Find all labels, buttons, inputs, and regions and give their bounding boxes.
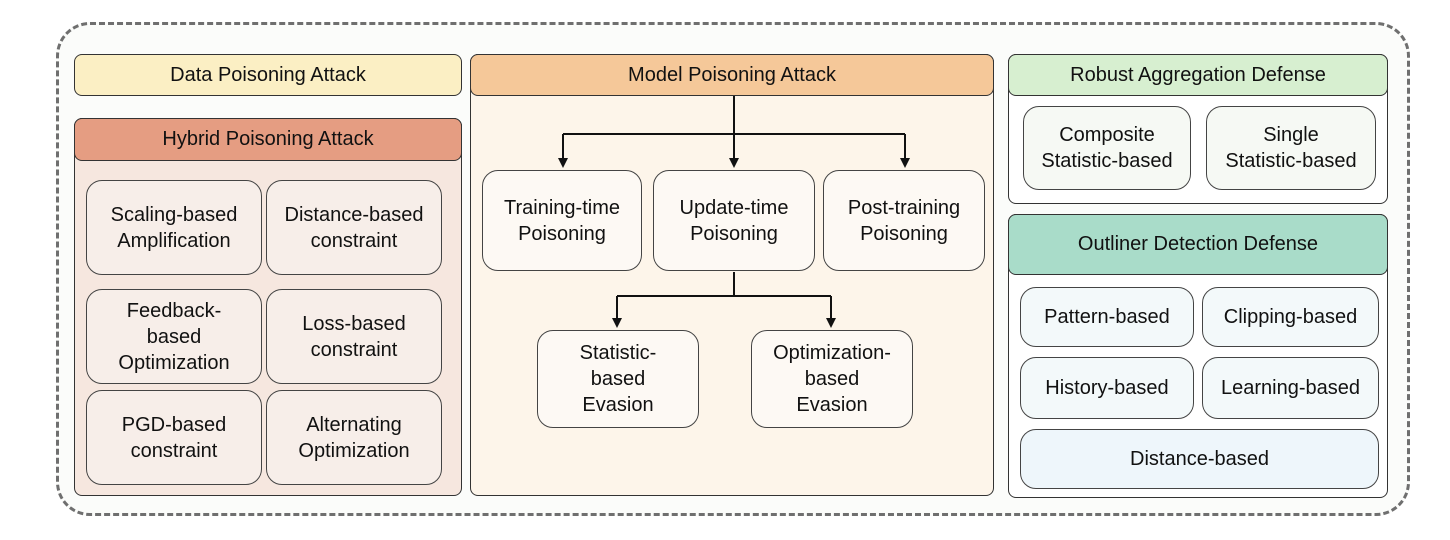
hybrid-header: Hybrid Poisoning Attack: [74, 118, 462, 161]
feedback-based-optimization-node: Feedback- based Optimization: [86, 289, 262, 384]
loss-based-constraint-node: Loss-based constraint: [266, 289, 442, 384]
learning-based-node: Learning-based: [1202, 357, 1379, 419]
outlier-title: Outliner Detection Defense: [1077, 233, 1319, 255]
robust-header: Robust Aggregation Defense: [1008, 54, 1388, 96]
robust-title: Robust Aggregation Defense: [1070, 63, 1326, 86]
post-training-poisoning-node: Post-training Poisoning: [823, 170, 985, 271]
optimization-based-evasion-node: Optimization- based Evasion: [751, 330, 913, 428]
model-title: Model Poisoning Attack: [628, 63, 836, 86]
pgd-based-constraint-node: PGD-based constraint: [86, 390, 262, 485]
scaling-based-amplification-node: Scaling-based Amplification: [86, 180, 262, 275]
pattern-based-node: Pattern-based: [1020, 287, 1194, 347]
statistic-based-evasion-node: Statistic- based Evasion: [537, 330, 699, 428]
data-poisoning-header: Data Poisoning Attack: [74, 54, 462, 96]
model-header: Model Poisoning Attack: [470, 54, 994, 96]
history-based-node: History-based: [1020, 357, 1194, 419]
alternating-optimization-node: Alternating Optimization: [266, 390, 442, 485]
outlier-header: Outliner Detection Defense: [1008, 214, 1388, 275]
distance-based-node: Distance-based: [1020, 429, 1379, 489]
single-statistic-based-node: Single Statistic-based: [1206, 106, 1376, 190]
distance-based-constraint-node: Distance-based constraint: [266, 180, 442, 275]
update-time-poisoning-node: Update-time Poisoning: [653, 170, 815, 271]
composite-statistic-based-node: Composite Statistic-based: [1023, 106, 1191, 190]
clipping-based-node: Clipping-based: [1202, 287, 1379, 347]
training-time-poisoning-node: Training-time Poisoning: [482, 170, 642, 271]
hybrid-title: Hybrid Poisoning Attack: [162, 128, 374, 150]
data-poisoning-title: Data Poisoning Attack: [170, 63, 366, 86]
